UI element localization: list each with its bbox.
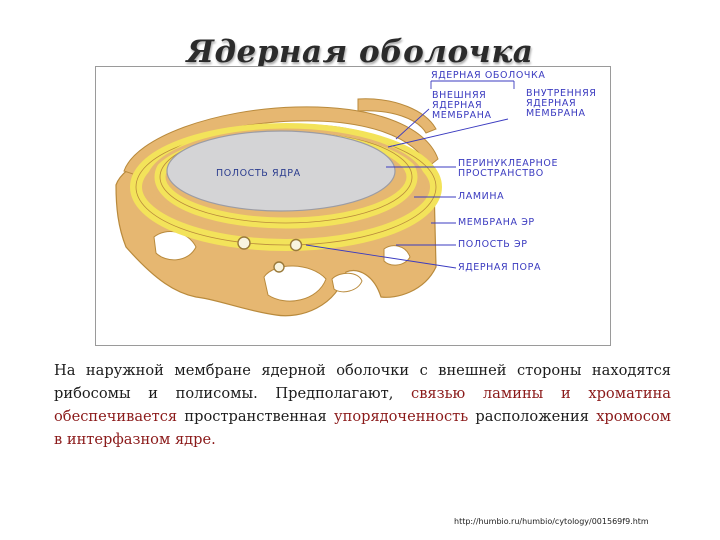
source-link[interactable]: http://humbio.ru/humbio/cytology/001569f…: [454, 517, 649, 526]
perinuclear-space: [146, 128, 426, 236]
callout-lamina: ЛАМИНА: [458, 191, 505, 202]
caption-text: расположения: [475, 408, 589, 425]
callout-nuclear-envelope: ЯДЕРНАЯ ОБОЛОЧКА: [431, 70, 546, 81]
callout-outer-membrane: ВНЕШНЯЯ ЯДЕРНАЯ МЕМБРАНА: [432, 90, 492, 121]
nuclear-envelope-drawing: [115, 80, 515, 317]
er-hollow: [331, 272, 363, 293]
er-hollow: [153, 231, 197, 261]
caption-text: пространственная: [184, 408, 327, 425]
nuclear-cavity: [166, 130, 396, 212]
caption-text: На наружной мембране ядерной оболочки с …: [54, 362, 671, 402]
slide-title: Ядерная оболочка: [186, 34, 534, 70]
caption-highlight: хромосом в интерфазном ядре.: [54, 408, 672, 448]
nuclear-pore: [289, 238, 303, 252]
nuclear-cavity-label: ПОЛОСТЬ ЯДРА: [216, 168, 301, 179]
callout-perinuclear-space: ПЕРИНУКЛЕАРНОЕ ПРОСТРАНСТВО: [458, 158, 559, 179]
nuclear-pore: [237, 236, 251, 250]
er-lamella: [357, 98, 437, 134]
callout-nuclear-pore: ЯДЕРНАЯ ПОРА: [458, 262, 542, 273]
caption-highlight: упорядоченность: [334, 408, 469, 425]
caption-highlight: связью ламины и хроматина обеспечивается: [54, 385, 671, 425]
caption-paragraph: На наружной мембране ядерной оболочки с …: [54, 359, 671, 451]
callout-leader-lines: [305, 80, 515, 269]
callout-er-membrane: МЕМБРАНА ЭР: [458, 217, 535, 228]
callout-er-cavity: ПОЛОСТЬ ЭР: [458, 239, 528, 250]
callout-inner-membrane: ВНУТРЕННЯЯ ЯДЕРНАЯ МЕМБРАНА: [526, 88, 597, 119]
nuclear-pore: [273, 261, 285, 273]
nuclear-envelope-figure: ПОЛОСТЬ ЯДРА ЯДЕРНАЯ ОБОЛОЧКА ВНЕШНЯЯ ЯД…: [95, 66, 611, 346]
